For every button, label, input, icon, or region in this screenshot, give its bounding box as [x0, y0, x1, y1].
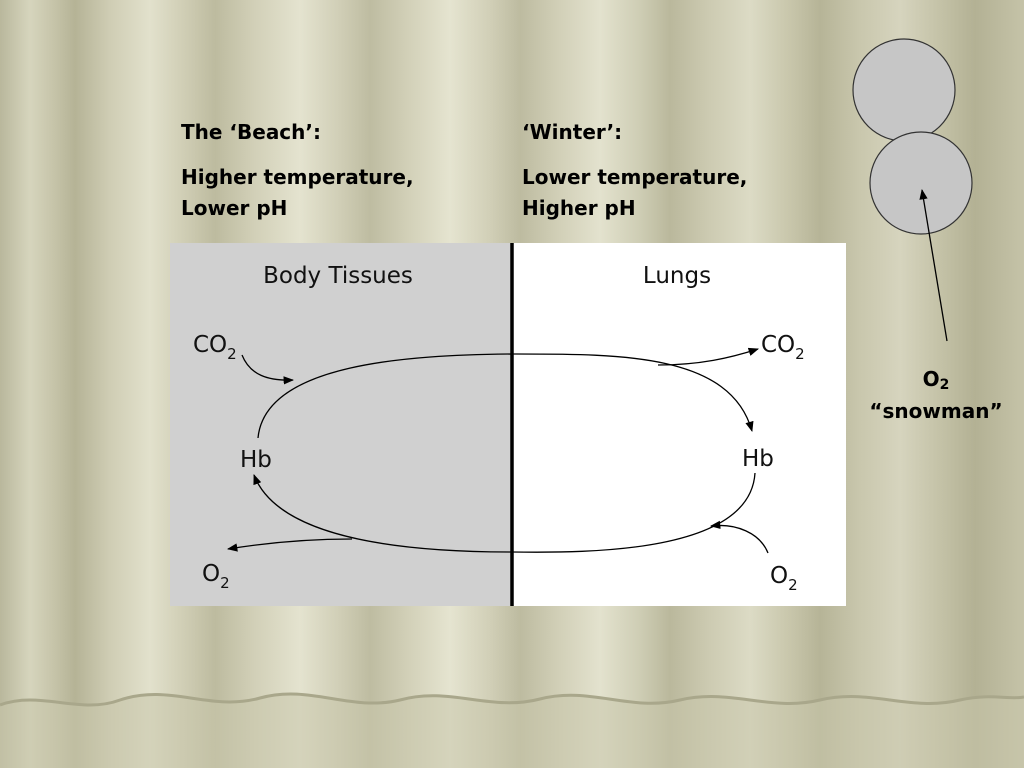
body-tissues-title: Body Tissues — [263, 263, 413, 289]
hemoglobin-diagram: Body Tissues Lungs CO2 CO2 Hb Hb O2 O2 — [170, 243, 846, 606]
hb-label-right: Hb — [742, 446, 774, 472]
lungs-title: Lungs — [643, 263, 711, 289]
snowman-pointer-arrow — [919, 188, 948, 342]
co2-label-right: CO2 — [761, 332, 805, 363]
o2-release-arrow — [226, 538, 353, 552]
lungs-panel — [512, 243, 846, 606]
snowman-caption: O2 “snowman” — [854, 366, 1018, 424]
winter-line-2: Higher pH — [522, 196, 636, 220]
o2-label-right: O2 — [770, 563, 798, 594]
upper-arc-arrow — [257, 353, 754, 439]
co2-uptake-arrow — [241, 354, 295, 385]
snowman-body-circle — [869, 131, 973, 235]
snowman-figure — [852, 38, 973, 342]
co2-label-left: CO2 — [193, 332, 237, 363]
winter-heading: ‘Winter’: — [522, 120, 623, 144]
o2-uptake-arrow — [709, 520, 769, 554]
winter-line-1: Lower temperature, — [522, 165, 748, 189]
hb-label-left: Hb — [240, 447, 272, 473]
snowman-o2-label: O2 — [922, 367, 950, 393]
beach-heading: The ‘Beach’: — [181, 120, 321, 144]
beach-caption: The ‘Beach’: Higher temperature, Lower p… — [181, 117, 414, 224]
o2-label-left: O2 — [202, 561, 230, 592]
winter-caption: ‘Winter’: Lower temperature, Higher pH — [522, 117, 747, 224]
beach-line-2: Lower pH — [181, 196, 288, 220]
beach-line-1: Higher temperature, — [181, 165, 414, 189]
co2-release-arrow — [657, 347, 759, 366]
snowman-label: “snowman” — [869, 399, 1003, 423]
snowman-head-circle — [852, 38, 956, 142]
